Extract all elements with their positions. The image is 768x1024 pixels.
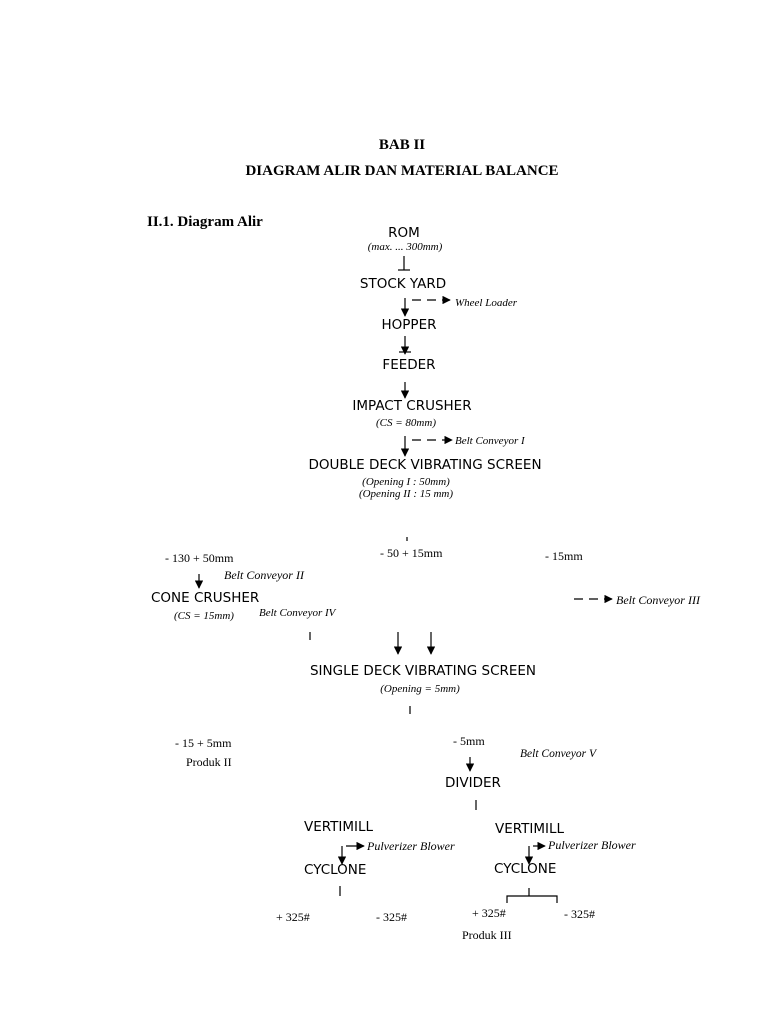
node-stock-yard: STOCK YARD: [359, 276, 447, 292]
size-oversize-2: - 15 + 5mm: [175, 736, 232, 750]
node-rom: ROM: [388, 225, 420, 241]
label-belt-conveyor-1: Belt Conveyor I: [455, 435, 525, 447]
label-product-3: Produk III: [462, 928, 512, 942]
cone-size-note: (CS = 15mm): [174, 610, 234, 622]
impact-size-note: (CS = 80mm): [376, 417, 436, 429]
label-belt-conveyor-3: Belt Conveyor III: [616, 593, 700, 607]
single-deck-opening: (Opening = 5mm): [380, 683, 460, 695]
node-feeder: FEEDER: [382, 357, 436, 373]
node-hopper: HOPPER: [381, 317, 437, 333]
split-cyclone-right: [506, 895, 558, 903]
size-plus-325-left: + 325#: [276, 910, 310, 924]
node-divider: DIVIDER: [445, 775, 501, 791]
size-undersize-2: - 5mm: [453, 734, 485, 748]
chapter-heading: BAB II: [378, 137, 426, 153]
double-deck-opening-1: (Opening I : 50mm): [362, 476, 450, 488]
page-title: DIAGRAM ALIR DAN MATERIAL BALANCE: [245, 163, 559, 179]
label-pulverizer-blower-left: Pulverizer Blower: [367, 839, 455, 853]
node-double-deck-screen: DOUBLE DECK VIBRATING SCREEN: [308, 457, 542, 473]
size-middle-1: - 50 + 15mm: [380, 546, 443, 560]
node-vertimill-left: VERTIMILL: [304, 819, 374, 835]
size-minus-325-right: - 325#: [564, 907, 595, 921]
size-plus-325-right: + 325#: [472, 906, 506, 920]
label-wheel-loader: Wheel Loader: [455, 297, 518, 309]
label-belt-conveyor-5: Belt Conveyor V: [520, 748, 597, 760]
belt-conveyor-2-crop: Belt Conveyor II: [224, 569, 338, 585]
node-impact-crusher: IMPACT CRUSHER: [352, 398, 472, 414]
double-deck-opening-2: (Opening II : 15 mm): [358, 488, 454, 500]
size-undersize-1: - 15mm: [545, 549, 583, 563]
rom-size-note: (max. ... 300mm): [367, 241, 443, 253]
node-cyclone-left: CYCLONE: [304, 862, 367, 878]
section-heading: II.1. Diagram Alir: [147, 214, 263, 230]
label-pulverizer-blower-right: Pulverizer Blower: [548, 838, 636, 852]
node-vertimill-right: VERTIMILL: [495, 821, 565, 837]
node-cone-crusher: CONE CRUSHER: [151, 590, 260, 606]
node-cyclone-right: CYCLONE: [494, 861, 557, 877]
label-belt-conveyor-4: Belt Conveyor IV: [259, 607, 336, 619]
belt-conveyor-4-crop: Belt Conveyor IV: [259, 608, 377, 621]
label-product-2: Produk II: [186, 755, 232, 769]
size-minus-325-left: - 325#: [376, 910, 407, 924]
label-belt-conveyor-2: Belt Conveyor II: [224, 568, 304, 582]
size-oversize-1: - 130 + 50mm: [165, 551, 234, 565]
node-single-deck-screen: SINGLE DECK VIBRATING SCREEN: [309, 663, 537, 679]
